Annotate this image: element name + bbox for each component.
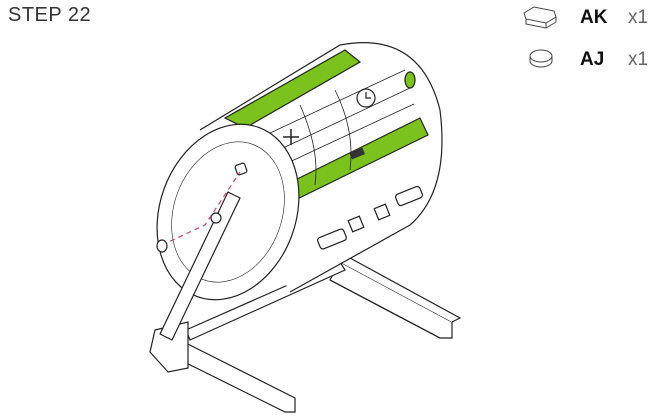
drum	[156, 42, 443, 301]
handle-knob	[404, 71, 416, 89]
rectangular-cap-icon	[523, 6, 557, 29]
part-quantity: x1	[628, 49, 649, 70]
part-code: AK	[580, 7, 608, 28]
part-ak: AK x1	[520, 4, 660, 32]
step-title: STEP 22	[8, 4, 92, 26]
alignment-dashed-line	[161, 171, 241, 246]
round-cap-icon	[529, 49, 553, 68]
plus-symbol	[283, 129, 299, 145]
stand-arm	[159, 191, 241, 341]
part-code: AJ	[580, 49, 605, 70]
cap-aj	[156, 239, 168, 253]
part-quantity: x1	[628, 7, 649, 28]
clock-symbol	[356, 88, 376, 108]
part-aj: AJ x1	[520, 46, 660, 74]
